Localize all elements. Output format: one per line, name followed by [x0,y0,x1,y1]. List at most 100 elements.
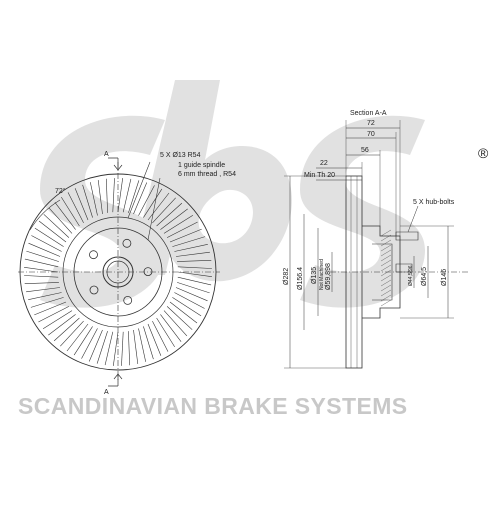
hatch-line [380,259,392,267]
cooling-vane [128,331,130,366]
hatch-line [380,289,392,297]
angle-label: 72° [55,187,66,195]
cooling-vane [38,306,70,323]
dia-59-label: Ø59,898 [325,263,332,290]
cooling-vane [169,301,198,324]
spindle-note-leader [147,177,161,241]
cooling-vane [88,329,103,362]
cooling-vane [147,323,162,356]
cooling-vane [96,331,108,364]
hatch-line [380,254,392,262]
bolt-hole [89,285,99,295]
cooling-vane [152,197,176,224]
cooling-vane [113,331,119,366]
cooling-vane [24,275,59,278]
cooling-vane [74,188,89,221]
cooling-vane [156,202,183,227]
hatch-line [380,294,392,302]
dim-70-label: 70 [367,131,375,138]
hub-bolt-upper [395,231,419,241]
cooling-vane [160,314,182,342]
cooling-vanes [24,178,212,366]
section-arrow-bottom [108,373,123,387]
hub-bore-step [372,243,393,301]
cooling-vane [26,250,59,262]
bolt-holes [89,238,153,305]
cooling-vane [60,320,84,347]
cooling-vane [152,320,169,352]
cooling-vane [43,214,70,238]
hatch-line [380,234,392,242]
cooling-vane [166,306,193,330]
cooling-vane [106,178,108,213]
cooling-vane [169,228,202,243]
hub-bolts-label: 5 X hub-bolts [413,199,455,206]
cooling-vane [121,331,124,366]
min-th-label: Min Th 20 [304,172,335,179]
cooling-vane [34,301,67,316]
hatch-line [380,264,392,272]
cooling-vane [90,182,98,216]
cooling-vane [143,326,154,360]
disc-front-view [18,157,220,387]
cooling-vane [163,310,188,337]
bolt-note-line2: 1 guide spindle [178,162,225,169]
cooling-vane [112,178,115,213]
bolt-hole [122,238,132,248]
section-marker-bottom: A [104,389,109,396]
cooling-vane [48,207,73,234]
bolt-note-line1: 5 X Ø13 R54 [160,152,201,159]
cooling-vane [61,196,80,227]
cooling-vane [172,236,206,247]
cooling-vane [48,314,76,336]
hatch-line [380,249,392,257]
cooling-vane [26,287,61,293]
cooling-vane [122,178,132,213]
bolt-note-leader [127,161,151,219]
cooling-vane [34,227,64,247]
cooling-vane [143,188,163,218]
cooling-vane [28,242,61,257]
cooling-vane [97,180,103,215]
brand-name: SCANDINAVIAN BRAKE SYSTEMS [18,393,408,419]
dim-72-label: 72 [367,120,375,127]
dim-22-label: 22 [320,160,328,167]
cooling-vane [81,328,98,359]
hatch-line [380,299,392,307]
cooling-vane [177,282,210,294]
cooling-vane [104,331,114,366]
cooling-vane [117,178,123,213]
cooling-vane [174,292,205,309]
cooling-vane [177,266,212,269]
cooling-vane [24,282,59,284]
hatch-line [380,284,392,292]
cooling-vane [42,310,73,329]
section-title: Section A-A [350,110,387,117]
cooling-vane [54,202,76,230]
cooling-vane [163,215,194,234]
disc-section-view [284,120,470,369]
cooling-vane [133,329,139,364]
dia-44-label: Ø44,5/96 [408,265,414,286]
cooling-vane [160,208,188,230]
bolt-note-line3: 6 mm thread , R54 [178,171,236,178]
not-machined-label: Not Machined [319,259,325,290]
bolt-hole [89,250,98,260]
bolt-hole [143,267,153,277]
dia-156-label: Ø156.4 [297,267,304,290]
cooling-vane [177,260,212,262]
cooling-vane [82,184,93,218]
cooling-vane [147,192,170,221]
dia-135-label: Ø135 [311,267,318,284]
cooling-vane [31,235,62,252]
cooling-vane [38,220,67,243]
cooling-vane [24,258,59,268]
cooling-vane [24,267,59,273]
dia-146-label: Ø146 [441,269,448,286]
cooling-vane [177,276,212,286]
bolt-hole [123,295,133,305]
cooling-vane [166,221,198,238]
section-hatching [380,229,392,307]
